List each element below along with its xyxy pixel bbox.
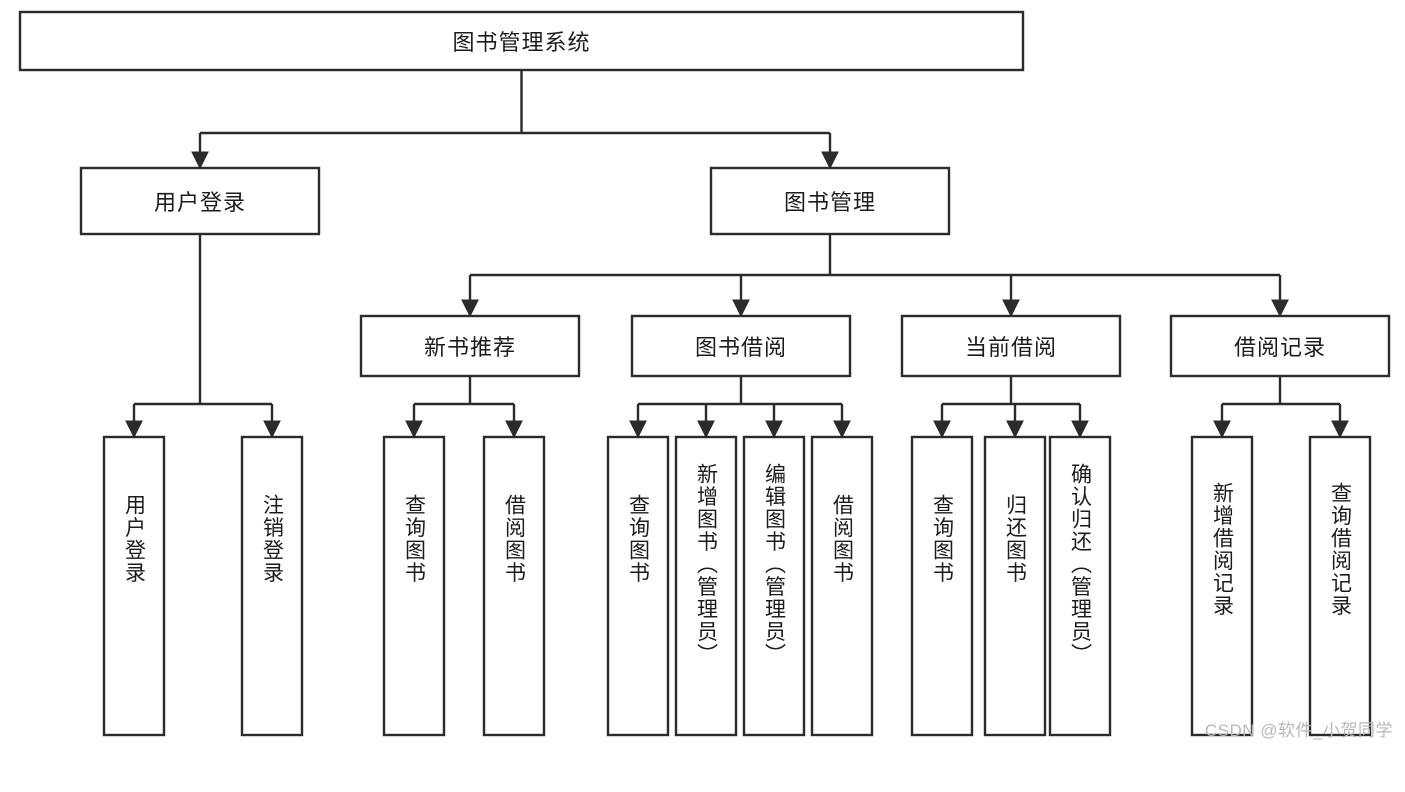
- csdn-watermark: CSDN @软件_小贺同学: [1204, 721, 1393, 740]
- node-box-leaf-query-record[interactable]: [1308, 435, 1372, 737]
- node-box-leaf-query-book-2[interactable]: [606, 435, 670, 737]
- node-box-root[interactable]: [18, 10, 1025, 72]
- node-box-leaf-edit-book[interactable]: [742, 435, 806, 737]
- node-box-leaf-borrow-book-1[interactable]: [482, 435, 546, 737]
- node-box-book-manage[interactable]: [709, 166, 951, 236]
- node-box-current-borrow[interactable]: [900, 314, 1122, 378]
- connector-layer: [125, 70, 1349, 439]
- node-box-leaf-confirm-return[interactable]: [1048, 435, 1112, 737]
- node-box-layer: [18, 10, 1391, 737]
- node-box-leaf-query-book-1[interactable]: [382, 435, 446, 737]
- node-box-leaf-borrow-book-2[interactable]: [810, 435, 874, 737]
- node-box-user-login[interactable]: [79, 166, 321, 236]
- node-box-leaf-logout[interactable]: [240, 435, 304, 737]
- node-box-leaf-query-book-3[interactable]: [910, 435, 974, 737]
- node-box-leaf-add-record[interactable]: [1190, 435, 1254, 737]
- flowchart-canvas: [18, 10, 1391, 737]
- node-box-book-borrow[interactable]: [630, 314, 852, 378]
- node-box-leaf-user-login[interactable]: [102, 435, 166, 737]
- node-box-new-book-recommend[interactable]: [359, 314, 581, 378]
- node-box-borrow-record[interactable]: [1169, 314, 1391, 378]
- node-box-leaf-return-book[interactable]: [983, 435, 1047, 737]
- org-chart-diagram: 图书管理系统用户登录图书管理新书推荐图书借阅当前借阅借阅记录用户登录注销登录查询…: [18, 10, 1393, 740]
- node-box-leaf-add-book[interactable]: [674, 435, 738, 737]
